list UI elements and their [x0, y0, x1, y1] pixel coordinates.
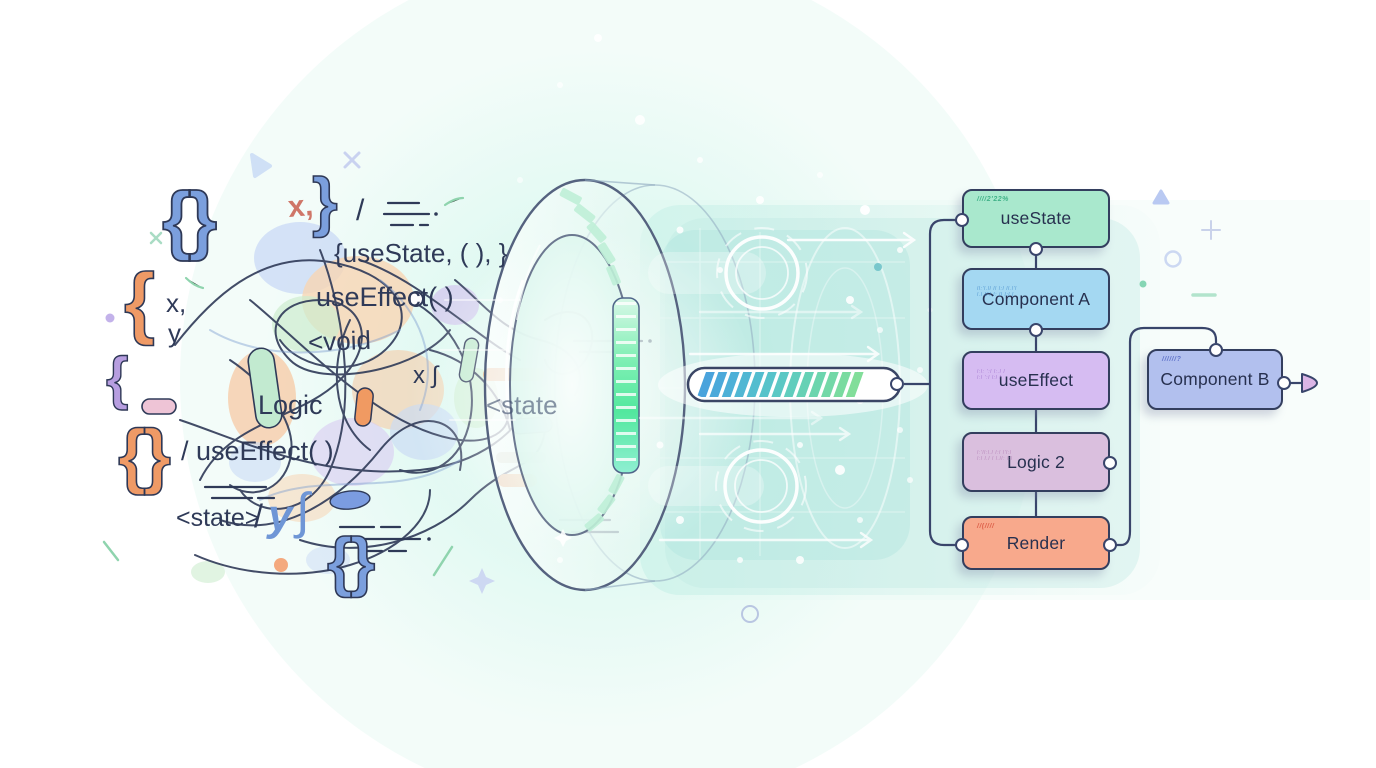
portal-ring [483, 178, 756, 592]
triangle-top-left [250, 153, 272, 178]
code-brace-close-blue: } [311, 164, 338, 238]
circle-outline-bottom [741, 605, 759, 623]
background-decor [102, 151, 1221, 623]
port-usestate-left [955, 213, 969, 227]
flow-node-render: //(//// Render [962, 516, 1110, 570]
motion-arrows [439, 231, 917, 549]
sparkle-small [554, 529, 572, 547]
code-state-tag-bottom: <state> [176, 504, 260, 532]
plus-right [1201, 220, 1221, 240]
sparkle-dots [497, 34, 933, 564]
port-logic2-right [1103, 456, 1117, 470]
code-integral-blue: ∫ [296, 483, 310, 539]
code-state-tag-right: <state [486, 390, 558, 420]
flow-node-component-b: //////? Component B [1147, 349, 1283, 410]
flow-node-label: Logic 2 [1007, 451, 1065, 472]
port-componentb-top [1209, 343, 1223, 357]
circle-outline-right [1164, 250, 1182, 268]
dot-green-right [1139, 280, 1147, 288]
decor-marks: //////? [1162, 356, 1182, 363]
progress-bar [658, 353, 928, 417]
triangle-right [1152, 189, 1170, 205]
port-render-right [1103, 538, 1117, 552]
code-void-tag: <void [307, 324, 372, 358]
port-render-left [955, 538, 969, 552]
code-braces-blue-top: {} [161, 177, 218, 262]
dot-purple-left [105, 313, 115, 323]
code-braces-orange: {} [117, 416, 172, 496]
port-progress-output [890, 377, 904, 391]
pink-bar [141, 398, 177, 415]
port-componenta-bottom [1029, 323, 1043, 337]
code-brace-open-purple: { [105, 346, 129, 411]
code-slash-bottom: / [254, 498, 263, 534]
code-useeffect-call: useEffect( ) [316, 282, 454, 312]
flow-node-label: useState [1000, 208, 1072, 228]
flow-node-label: Render [1006, 532, 1066, 553]
band-segments [559, 188, 625, 532]
flow-node-label: Component B [1160, 369, 1270, 389]
code-slash-top: / [356, 194, 365, 227]
output-arrow [1301, 373, 1318, 393]
flow-node-usestate: ////2'22% useState [962, 189, 1110, 248]
sparkle-bottom [469, 568, 495, 594]
code-usestate-destructure: {useState, ( ), } [334, 238, 508, 268]
code-braces-blue-bottom: {} [326, 524, 376, 598]
code-y-var: y [168, 318, 181, 348]
tube-port-rings [648, 227, 808, 532]
code-slash-useeffect: / useEffect( ) [181, 436, 334, 466]
port-componentb-right [1277, 376, 1291, 390]
x-sparkle-green [149, 231, 163, 245]
dot-orange-bottom [274, 558, 288, 572]
progress-stripes [697, 372, 864, 397]
flow-connectors [904, 218, 1318, 547]
code-brace-open-orange: { [123, 257, 156, 346]
port-usestate-bottom [1029, 242, 1043, 256]
code-x-comma: x, [166, 288, 187, 318]
code-logic-label: Logic [258, 390, 323, 420]
decor-marks: //(//// [977, 523, 995, 530]
flow-node-label: Component A [981, 288, 1091, 309]
flow-node-label: useEffect [998, 370, 1074, 390]
code-x-red: x, [286, 188, 315, 225]
dash-green-diag-2 [102, 540, 120, 562]
dash-green-diag-1 [432, 545, 454, 577]
code-x-integral: x ∫ [413, 362, 439, 389]
decor-marks: ////2'22% [977, 196, 1009, 203]
code-y-blue: y [268, 491, 293, 540]
x-sparkle-lavender [343, 151, 361, 169]
